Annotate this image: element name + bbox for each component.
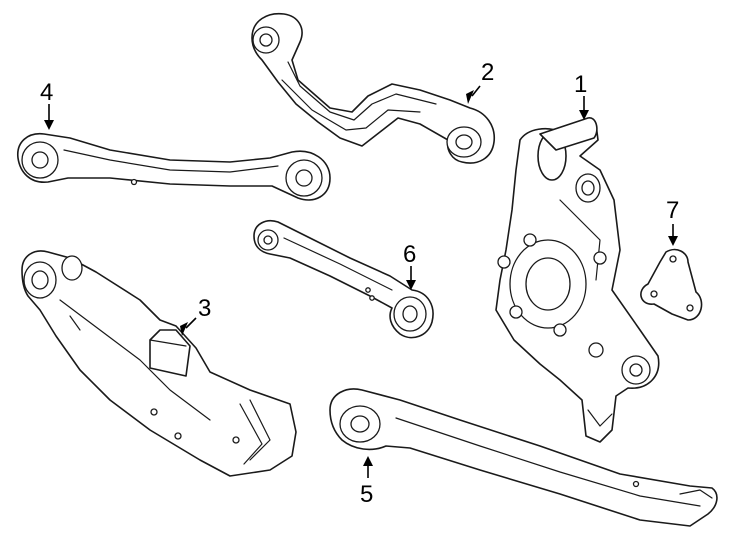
callout-1: 1 <box>574 71 589 120</box>
callout-6-arrowhead <box>406 280 416 290</box>
callout-7: 7 <box>666 197 679 246</box>
part-upper-control-arm <box>251 12 495 164</box>
callout-4-number: 4 <box>40 79 53 106</box>
part-plate <box>640 248 703 321</box>
callout-7-arrowhead <box>668 236 678 246</box>
callout-2-leader <box>471 85 481 97</box>
callout-2-arrowhead <box>466 90 474 104</box>
callout-1-arrowhead <box>579 110 589 120</box>
callout-2-number: 2 <box>481 59 494 86</box>
callout-6: 6 <box>403 241 416 290</box>
callout-5: 5 <box>360 456 373 508</box>
callout-4-arrowhead <box>44 120 54 130</box>
callout-2: 2 <box>466 59 494 104</box>
callout-3: 3 <box>180 295 211 336</box>
callout-3-arrowhead <box>180 322 188 336</box>
callout-5-number: 5 <box>360 481 373 508</box>
callout-1-number: 1 <box>574 71 587 98</box>
part-lateral-link <box>253 220 434 339</box>
callout-3-number: 3 <box>198 295 211 322</box>
part-long-link <box>329 388 718 527</box>
callout-6-number: 6 <box>403 241 416 268</box>
part-subframe <box>21 250 297 477</box>
callout-3-leader <box>185 317 197 329</box>
part-trailing-arm <box>17 133 331 201</box>
callout-5-arrowhead <box>363 456 373 466</box>
callout-4: 4 <box>40 79 54 130</box>
part-knuckle <box>495 117 660 443</box>
callout-7-number: 7 <box>666 197 679 224</box>
